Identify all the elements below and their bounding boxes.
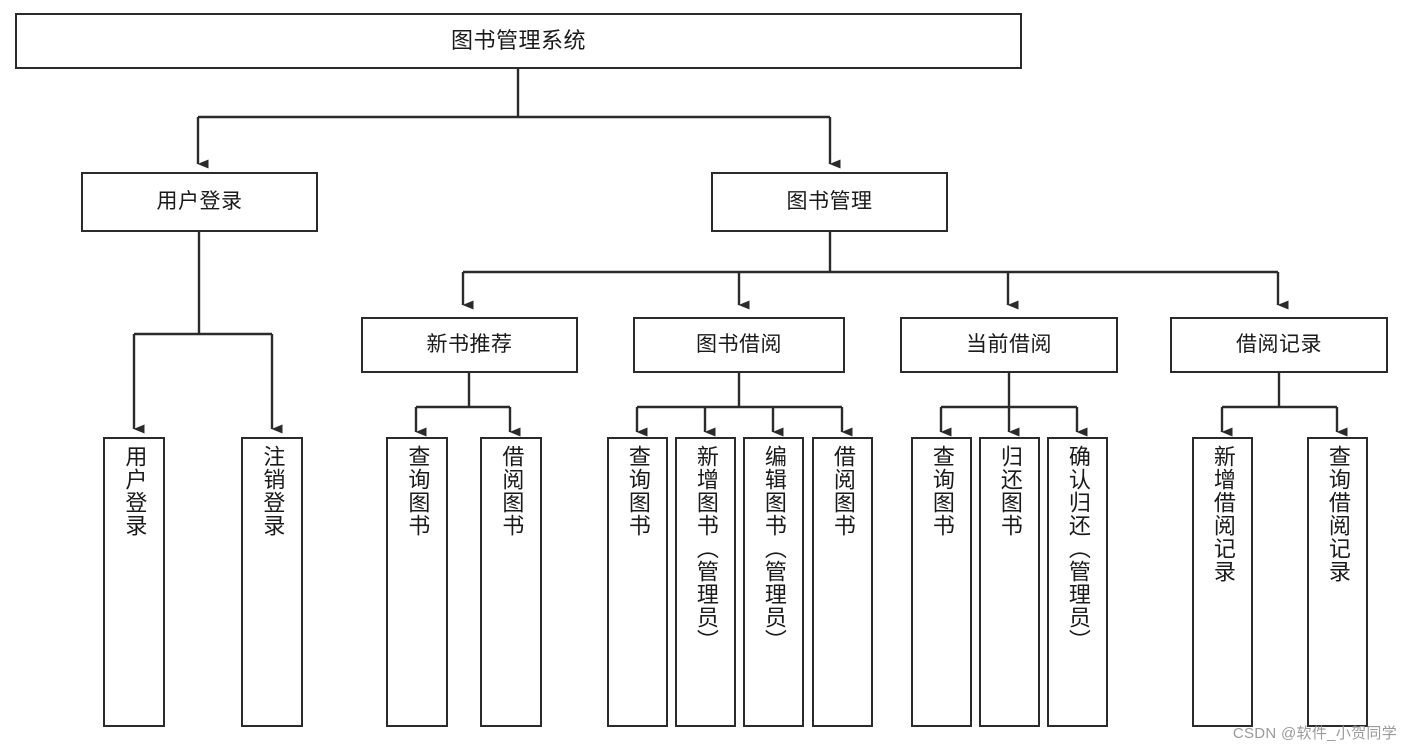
- node-label: 当前借阅: [966, 332, 1052, 356]
- leaf-confirm-return-admin[interactable]: 确认归还（管理员）: [1047, 437, 1108, 727]
- leaf-edit-book-admin[interactable]: 编辑图书（管理员）: [743, 437, 804, 727]
- node-label: 查询图书: [929, 445, 955, 537]
- leaf-borrow-books-new[interactable]: 借阅图书: [480, 437, 542, 727]
- node-label: 用户登录: [156, 189, 243, 213]
- node-label: 查询图书: [625, 445, 651, 537]
- node-label: 借阅图书: [499, 445, 525, 537]
- node-label: 新增图书（管理员）: [693, 445, 719, 652]
- node-label: 图书管理: [786, 189, 873, 213]
- leaf-query-books-current[interactable]: 查询图书: [911, 437, 972, 727]
- node-book-borrowing[interactable]: 图书借阅: [633, 317, 845, 373]
- leaf-query-borrow-record[interactable]: 查询借阅记录: [1307, 437, 1368, 727]
- node-label: 借阅图书: [830, 445, 856, 537]
- node-borrow-records[interactable]: 借阅记录: [1170, 317, 1388, 373]
- node-label: 归还图书: [997, 445, 1023, 537]
- node-label: 编辑图书（管理员）: [761, 445, 787, 652]
- node-label: 确认归还（管理员）: [1065, 445, 1091, 652]
- node-label: 图书借阅: [696, 332, 782, 356]
- node-user-login[interactable]: 用户登录: [81, 172, 318, 232]
- leaf-logout[interactable]: 注销登录: [241, 437, 303, 727]
- leaf-query-books-borrow[interactable]: 查询图书: [607, 437, 668, 727]
- csdn-watermark: CSDN @软件_小贺同学: [1232, 725, 1397, 742]
- leaf-add-book-admin[interactable]: 新增图书（管理员）: [675, 437, 736, 727]
- node-label: 用户登录: [122, 445, 148, 537]
- node-label: 新书推荐: [426, 332, 513, 356]
- leaf-return-books[interactable]: 归还图书: [979, 437, 1040, 727]
- leaf-borrow-books[interactable]: 借阅图书: [812, 437, 873, 727]
- node-label: 查询借阅记录: [1325, 445, 1351, 583]
- node-new-book-recommendation[interactable]: 新书推荐: [361, 317, 578, 373]
- node-label: 注销登录: [260, 445, 286, 537]
- node-book-management-system[interactable]: 图书管理系统: [15, 13, 1022, 69]
- node-current-borrowing[interactable]: 当前借阅: [900, 317, 1118, 373]
- node-label: 新增借阅记录: [1210, 445, 1236, 583]
- leaf-add-borrow-record[interactable]: 新增借阅记录: [1192, 437, 1253, 727]
- leaf-user-login[interactable]: 用户登录: [103, 437, 165, 727]
- leaf-query-books-new[interactable]: 查询图书: [386, 437, 448, 727]
- node-book-management[interactable]: 图书管理: [711, 172, 948, 232]
- node-label: 借阅记录: [1236, 332, 1322, 356]
- node-label: 图书管理系统: [450, 28, 586, 54]
- node-label: 查询图书: [405, 445, 431, 537]
